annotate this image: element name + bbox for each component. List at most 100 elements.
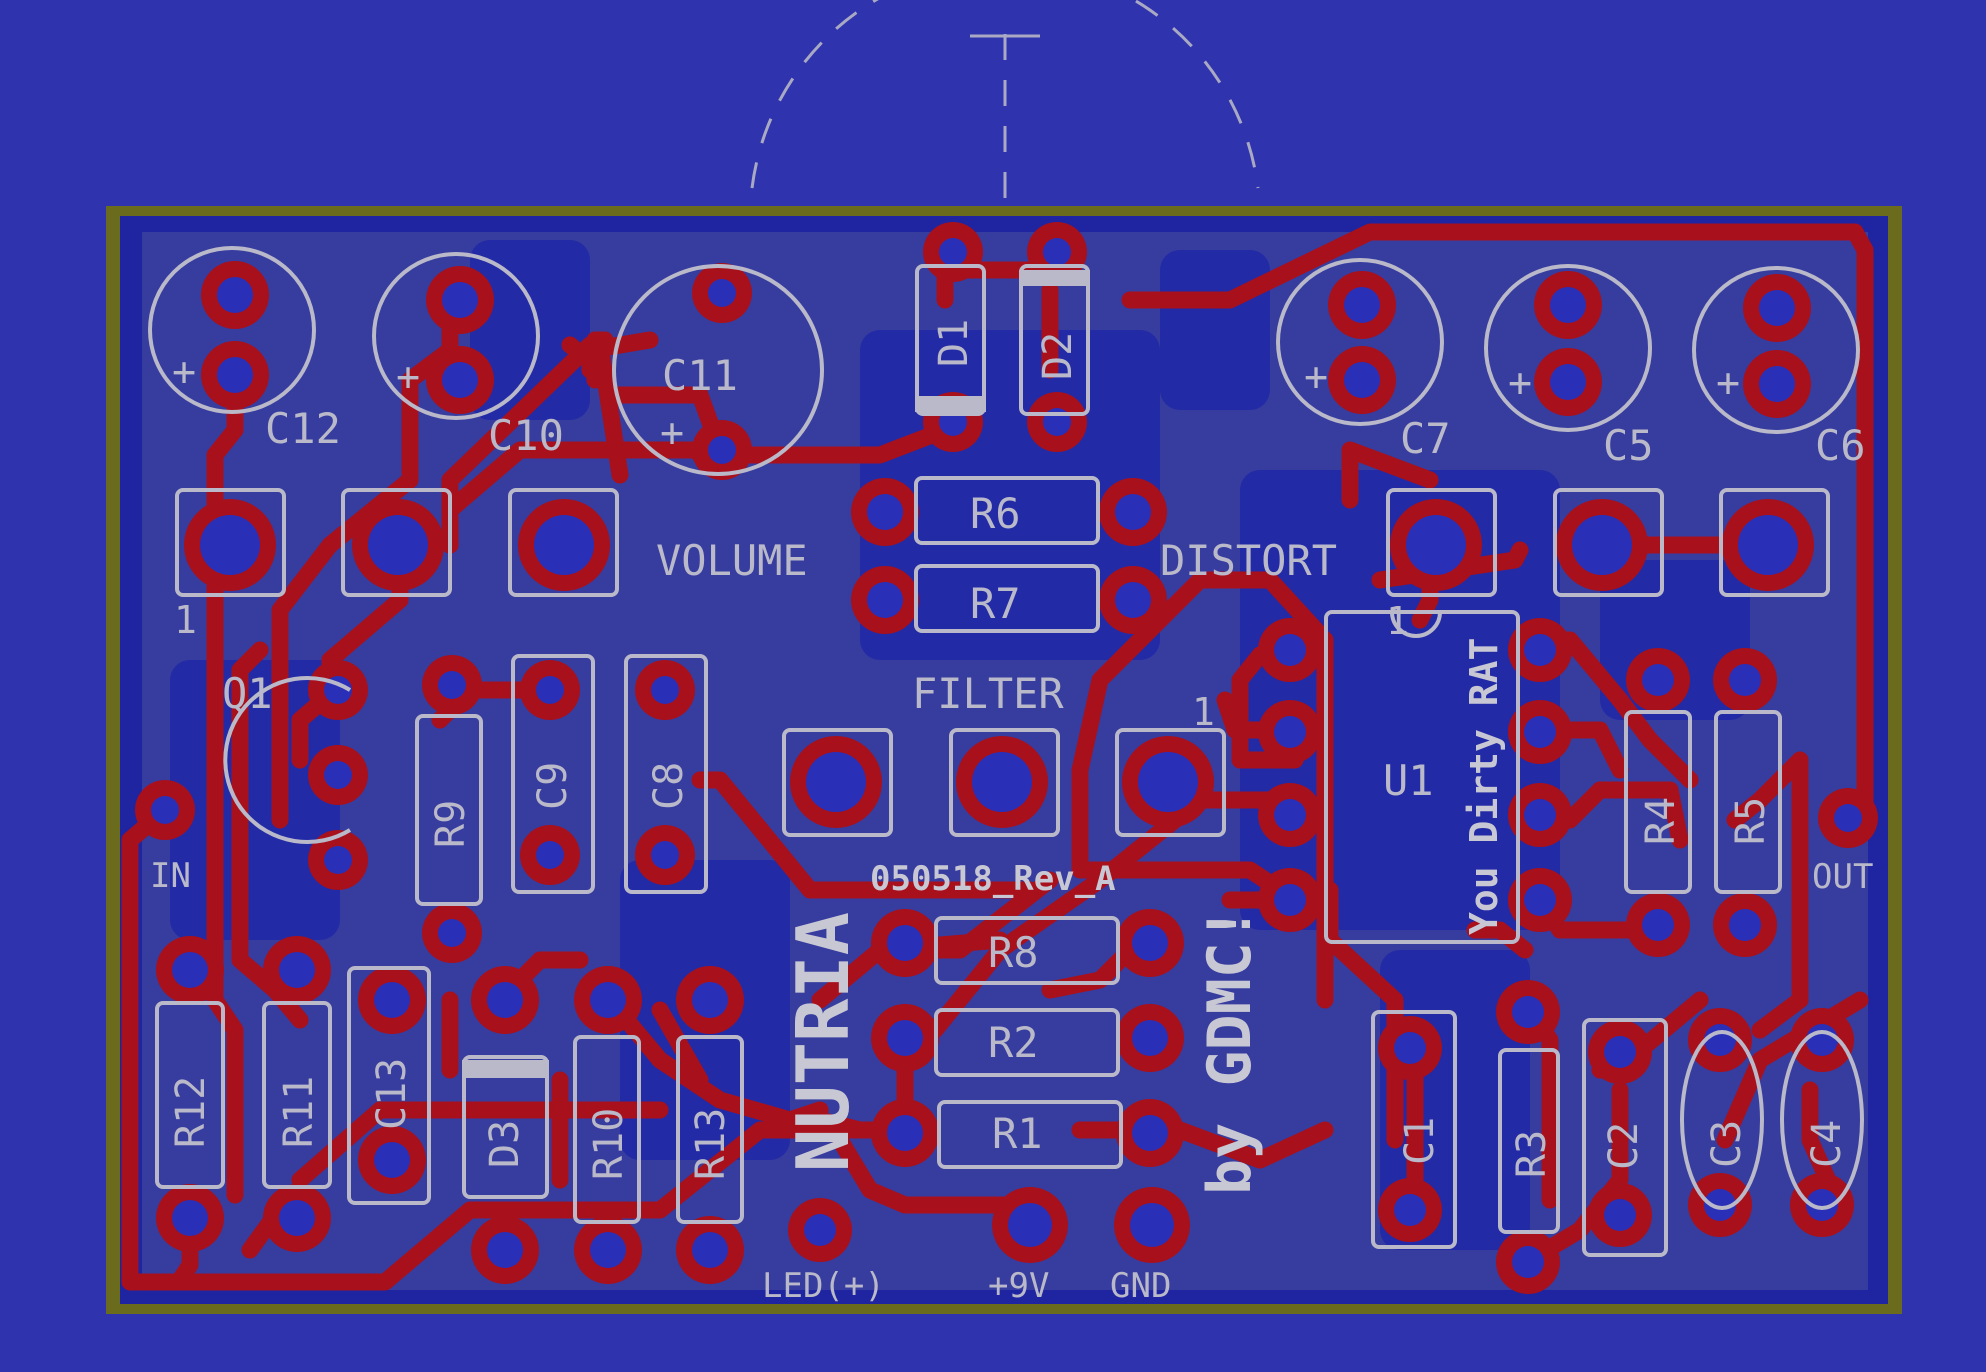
silk-outline-21	[1714, 710, 1782, 894]
label-R10: R10	[586, 1108, 632, 1180]
silk-cap-outline-1	[148, 246, 316, 414]
copper-trace-39	[291, 1101, 669, 1189]
label-pin1-distort: 1	[1386, 599, 1409, 643]
label-out: OUT	[1812, 857, 1873, 897]
pad-drill-74	[1512, 1246, 1544, 1278]
pad-drill-53	[487, 982, 523, 1018]
silk-cap-outline-2	[372, 252, 540, 420]
pad-drill-27	[806, 752, 866, 812]
pad-drill-37	[651, 676, 679, 704]
pad-drill-21	[200, 515, 260, 575]
label-Q1: Q1	[222, 669, 273, 718]
label-R8: R8	[988, 928, 1039, 977]
silk-outline-6	[1719, 488, 1830, 597]
label-pin1-volume: 1	[174, 598, 197, 642]
silk-outline-13	[914, 564, 1100, 633]
pad-drill-58	[692, 1232, 728, 1268]
label-filter: FILTER	[912, 669, 1064, 718]
pad-drill-36	[536, 841, 564, 869]
pad-drill-48	[172, 1200, 208, 1236]
pad-drill-65	[1524, 799, 1556, 831]
pad-drill-35	[536, 676, 564, 704]
label-R9: R9	[428, 800, 474, 848]
label-D2: D2	[1035, 332, 1081, 380]
silk-outline-26	[573, 1035, 641, 1224]
silk-outline-19	[624, 654, 708, 894]
silk-outline-3	[508, 488, 619, 597]
label-distort: DISTORT	[1160, 536, 1337, 585]
copper-trace-49	[691, 771, 1039, 899]
pad-drill-78	[1704, 1189, 1736, 1221]
label-C3: C3	[1704, 1120, 1750, 1168]
label-C10: C10	[488, 411, 564, 460]
silk-cap-outline-4	[1276, 258, 1444, 426]
label-C8: C8	[646, 762, 692, 810]
pad-drill-61	[1274, 799, 1306, 831]
label-U1: U1	[1383, 756, 1434, 805]
copper-trace-1	[206, 366, 244, 1204]
label-9v: +9V	[988, 1266, 1049, 1306]
pad-drill-6	[708, 436, 736, 464]
pad-drill-80	[1806, 1189, 1838, 1221]
silk-cap-outline-6	[1692, 266, 1860, 434]
copper-trace-16	[1121, 223, 1874, 824]
pad-drill-46	[1132, 1115, 1168, 1151]
silk-outline-29	[1498, 1048, 1560, 1234]
pad-drill-77	[1704, 1024, 1736, 1056]
copper-trace-41	[601, 991, 829, 1129]
pad-drill-68	[1642, 909, 1674, 941]
pad-drill-43	[887, 1020, 923, 1056]
pad-drill-55	[590, 982, 626, 1018]
pad-drill-22	[368, 515, 428, 575]
silk-cap-C3-outline	[1680, 1030, 1764, 1210]
pad-drill-23	[534, 515, 594, 575]
pad-drill-19	[867, 582, 903, 618]
silk-cap-outline-3	[612, 264, 824, 476]
silk-outline-15	[934, 1008, 1120, 1077]
silk-outline-16	[937, 1100, 1123, 1169]
polarity-C7: +	[1304, 354, 1328, 400]
pad-drill-9	[1550, 287, 1586, 323]
copper-trace-32	[1341, 441, 1439, 509]
pad-drill-41	[887, 925, 923, 961]
pad-drill-75	[1604, 1036, 1636, 1068]
pad-drill-44	[1132, 1020, 1168, 1056]
copper-trace-29	[1751, 991, 1809, 1039]
pad-drill-24	[1406, 515, 1466, 575]
pad-drill-49	[279, 952, 315, 988]
polarity-C5: +	[1508, 360, 1532, 406]
copper-trace-45	[811, 1111, 869, 1139]
silk-outline-11	[1019, 264, 1090, 416]
silk-outline-9	[1115, 728, 1226, 837]
polarity-C6: +	[1716, 360, 1740, 406]
silk-outline-7	[782, 728, 893, 837]
silk-d2-band	[1019, 270, 1090, 286]
pad-drill-4	[442, 362, 478, 398]
pad-drill-79	[1806, 1024, 1838, 1056]
enclosure-arc-outline	[750, 0, 1260, 189]
silkscreen-outlines	[148, 246, 1864, 1257]
label-C9: C9	[530, 762, 576, 810]
pad-drill-54	[487, 1232, 523, 1268]
silk-outline-30	[1582, 1018, 1668, 1257]
label-R1: R1	[992, 1109, 1043, 1158]
label-D3: D3	[482, 1120, 528, 1168]
silk-outline-17	[415, 714, 483, 906]
label-C1: C1	[1397, 1117, 1443, 1165]
pad-drill-34	[438, 919, 466, 947]
silk-outline-28	[1371, 1010, 1457, 1249]
silk-outline-1	[175, 488, 286, 597]
pad-drill-59	[1274, 634, 1306, 666]
label-C12: C12	[265, 404, 341, 453]
pad-drill-62	[1274, 884, 1306, 916]
pad-drill-7	[1344, 287, 1380, 323]
pad-drill-38	[651, 841, 679, 869]
pad-drill-57	[692, 982, 728, 1018]
pad-drill-51	[374, 982, 410, 1018]
pad-drill-45	[887, 1115, 923, 1151]
pad-drill-8	[1344, 362, 1380, 398]
silk-outline-8	[949, 728, 1060, 837]
copper-trace-9	[586, 331, 614, 389]
copper-trace-17	[1071, 571, 1334, 1009]
pad-drill-15	[1043, 238, 1071, 266]
